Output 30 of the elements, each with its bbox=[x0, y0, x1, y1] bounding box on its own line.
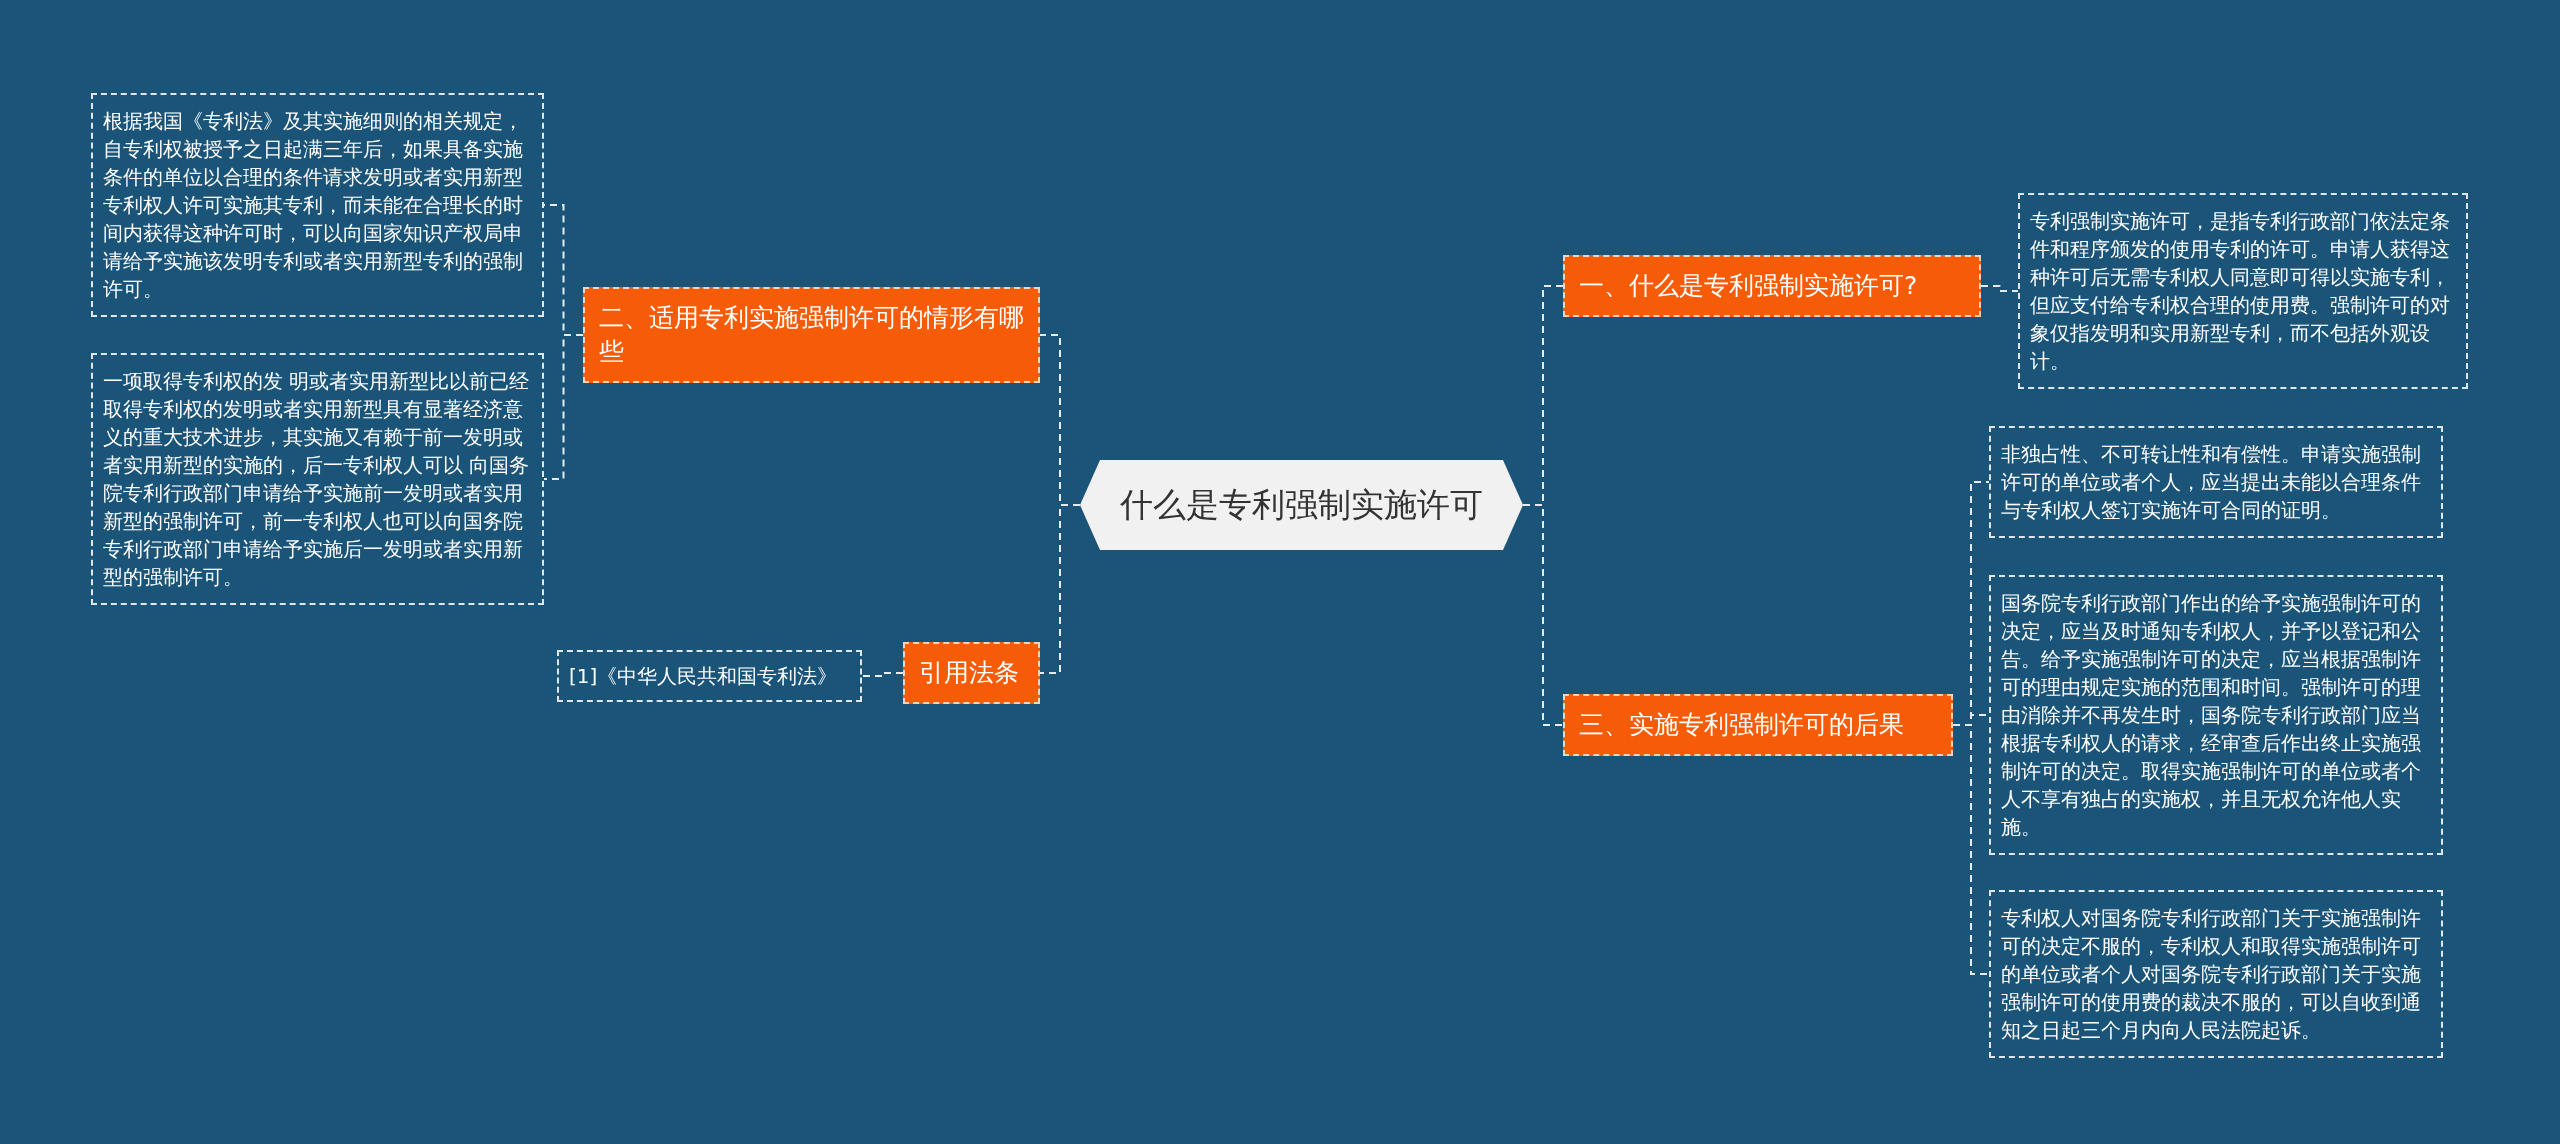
connector-line bbox=[861, 672, 904, 677]
connector-line bbox=[543, 334, 584, 480]
note-box bbox=[91, 353, 544, 605]
note-box bbox=[1989, 890, 2443, 1058]
reference-text: [1]《中华人民共和国专利法》 bbox=[569, 663, 839, 690]
topic-box bbox=[1563, 255, 1981, 317]
note-text: 一项取得专利权的发 明或者实用新型比以前已经取得专利权的发明或者实用新型具有显著经济意义的重大技术进步，其实施又有赖于前一发明或者实用新型的实施的，后一专利权人可以 向国务院专利行政部门申请给予实施前一发明或者实用新型的强制许可，前一专利权人也可以向国务院专利行政部门申请给予实施后一发明或者实用新型的强制许可。 bbox=[103, 368, 531, 591]
note-box bbox=[91, 93, 544, 317]
topic-box bbox=[1563, 694, 1953, 756]
connector-line bbox=[1952, 724, 1990, 975]
note-text: 专利强制实施许可，是指专利行政部门依法定条件和程序颁发的使用专利的许可。申请人获得这种许可后无需专利权人同意即可得以实施专利，但应支付给专利权合理的使用费。强制许可的对象仅指发明和实用新型专利，而不包括外观设计。 bbox=[2030, 208, 2451, 375]
note-text: 专利权人对国务院专利行政部门关于实施强制许可的决定不服的，专利权人和取得实施强制许可的单位或者个人对国务院专利行政部门关于实施强制许可的使用费的裁决不服的，可以自收到通知之日起三个月内向人民法院起诉。 bbox=[2001, 905, 2422, 1044]
note-box bbox=[1989, 426, 2443, 538]
topic-title: 引用法条 bbox=[919, 657, 1020, 689]
note-text: 根据我国《专利法》及其实施细则的相关规定，自专利权被授予之日起满三年后，如果具备实施条件的单位以合理的条件请求发明或者实用新型专利权人许可实施其专利，而未能在合理长的时间内获得这种许可时，可以向国家知识产权局申请给予实施该发明专利或者实用新型专利的强制许可。 bbox=[103, 108, 524, 303]
topic-title: 一、什么是专利强制实施许可? bbox=[1579, 270, 1919, 302]
connector-line bbox=[1522, 504, 1564, 726]
note-text: 国务院专利行政部门作出的给予实施强制许可的决定，应当及时通知专利权人，并予以登记和公告。给予实施强制许可的决定，应当根据强制许可的理由规定实施的范围和时间。强制许可的理由消除并不再发生时，国务院专利行政部门应当根据专利权人的请求，经审查后作出终止实施强制许可的决定。取得实施强制许可的单位或者个人不享有独占的实施权，并且无权允许他人实施。 bbox=[2001, 590, 2422, 841]
topic-title: 二、适用专利实施强制许可的情形有哪些 bbox=[599, 302, 1024, 368]
topic-box bbox=[903, 642, 1040, 704]
connector-line bbox=[1039, 504, 1081, 674]
note-text: 非独占性、不可转让性和有偿性。申请实施强制许可的单位或者个人，应当提出未能以合理条件与专利权人签订实施许可合同的证明。 bbox=[2001, 441, 2422, 524]
connector-line bbox=[1980, 285, 2019, 292]
central-topic bbox=[1080, 460, 1523, 550]
topic-title: 三、实施专利强制许可的后果 bbox=[1579, 709, 1905, 741]
topic-box bbox=[583, 287, 1040, 383]
note-box bbox=[1989, 575, 2443, 855]
central-topic-text: 什么是专利强制实施许可 bbox=[1119, 484, 1484, 526]
note-box bbox=[2018, 193, 2468, 389]
reference-box bbox=[557, 650, 862, 702]
